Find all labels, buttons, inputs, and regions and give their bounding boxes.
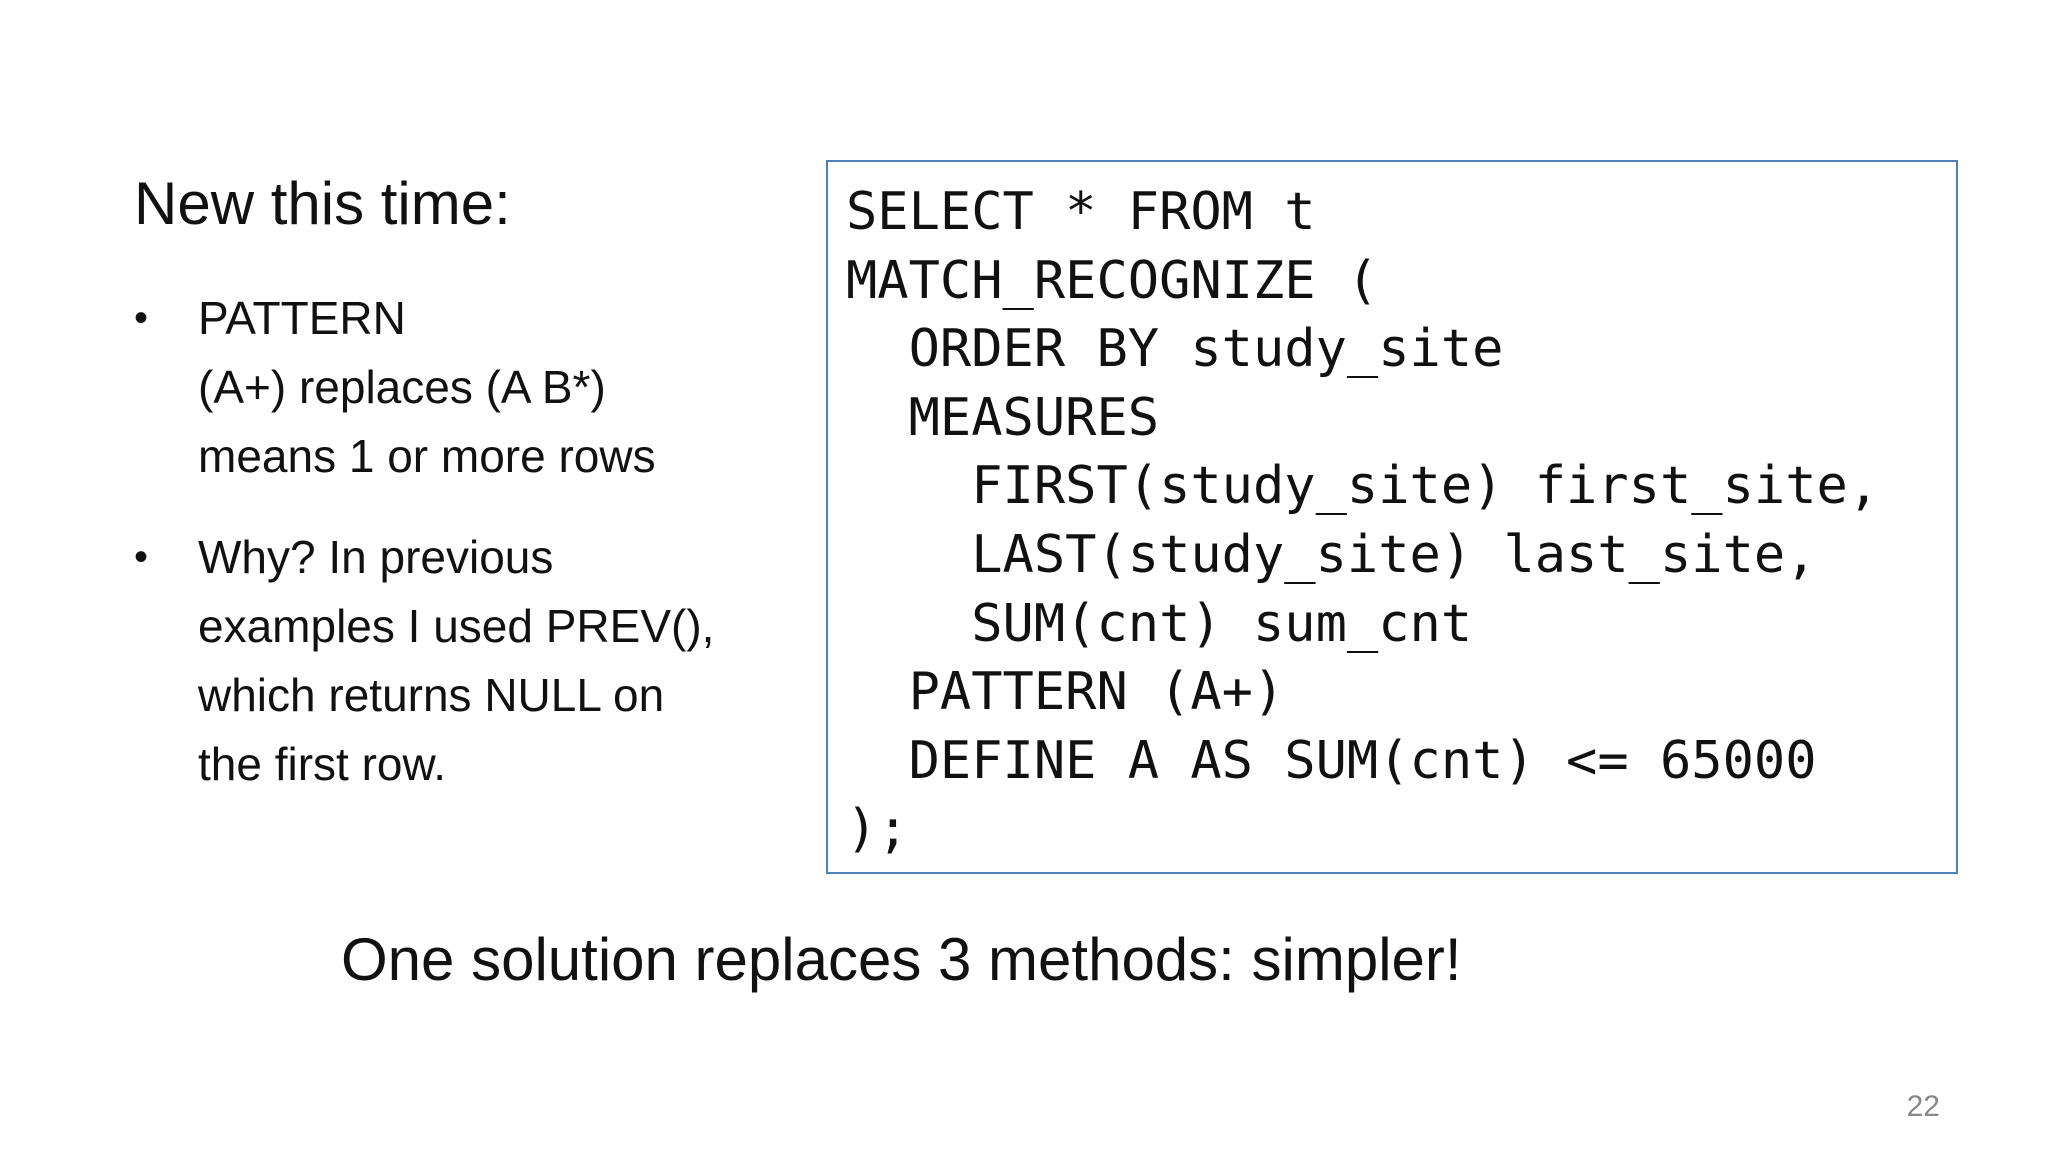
code-line: LAST(study_site) last_site,: [846, 524, 1817, 585]
code-line: FIRST(study_site) first_site,: [846, 456, 1880, 517]
summary-text: One solution replaces 3 methods: simpler…: [341, 926, 1462, 993]
code-line: SELECT * FROM t: [846, 182, 1316, 242]
code-line: MEASURES: [846, 387, 1160, 448]
bullet-line: (A+) replaces (A B*): [198, 361, 606, 413]
page-number: 22: [1906, 1090, 1940, 1123]
bullet-line: means 1 or more rows: [198, 430, 656, 482]
bullet-line: PATTERN: [198, 292, 406, 344]
bullet-item-pattern: • PATTERN (A+) replaces (A B*) means 1 o…: [134, 284, 804, 491]
bullet-icon: •: [134, 296, 149, 340]
bullet-icon: •: [134, 535, 149, 579]
bullet-line: which returns NULL on: [198, 669, 665, 721]
slide-heading: New this time:: [134, 170, 511, 237]
code-line: );: [846, 799, 909, 860]
code-line: ORDER BY study_site: [846, 319, 1504, 380]
bullet-line: examples I used PREV(),: [198, 600, 715, 652]
sql-code-box: SELECT * FROM t MATCH_RECOGNIZE ( ORDER …: [826, 160, 1958, 874]
bullet-list: • PATTERN (A+) replaces (A B*) means 1 o…: [134, 284, 804, 831]
bullet-line: the first row.: [198, 738, 446, 790]
code-line: SUM(cnt) sum_cnt: [846, 593, 1473, 654]
code-line: MATCH_RECOGNIZE (: [846, 250, 1379, 311]
bullet-line: Why? In previous: [198, 531, 554, 583]
code-line: DEFINE A AS SUM(cnt) <= 65000: [846, 730, 1817, 791]
code-line: PATTERN (A+): [846, 662, 1285, 723]
bullet-item-why: • Why? In previous examples I used PREV(…: [134, 523, 804, 799]
